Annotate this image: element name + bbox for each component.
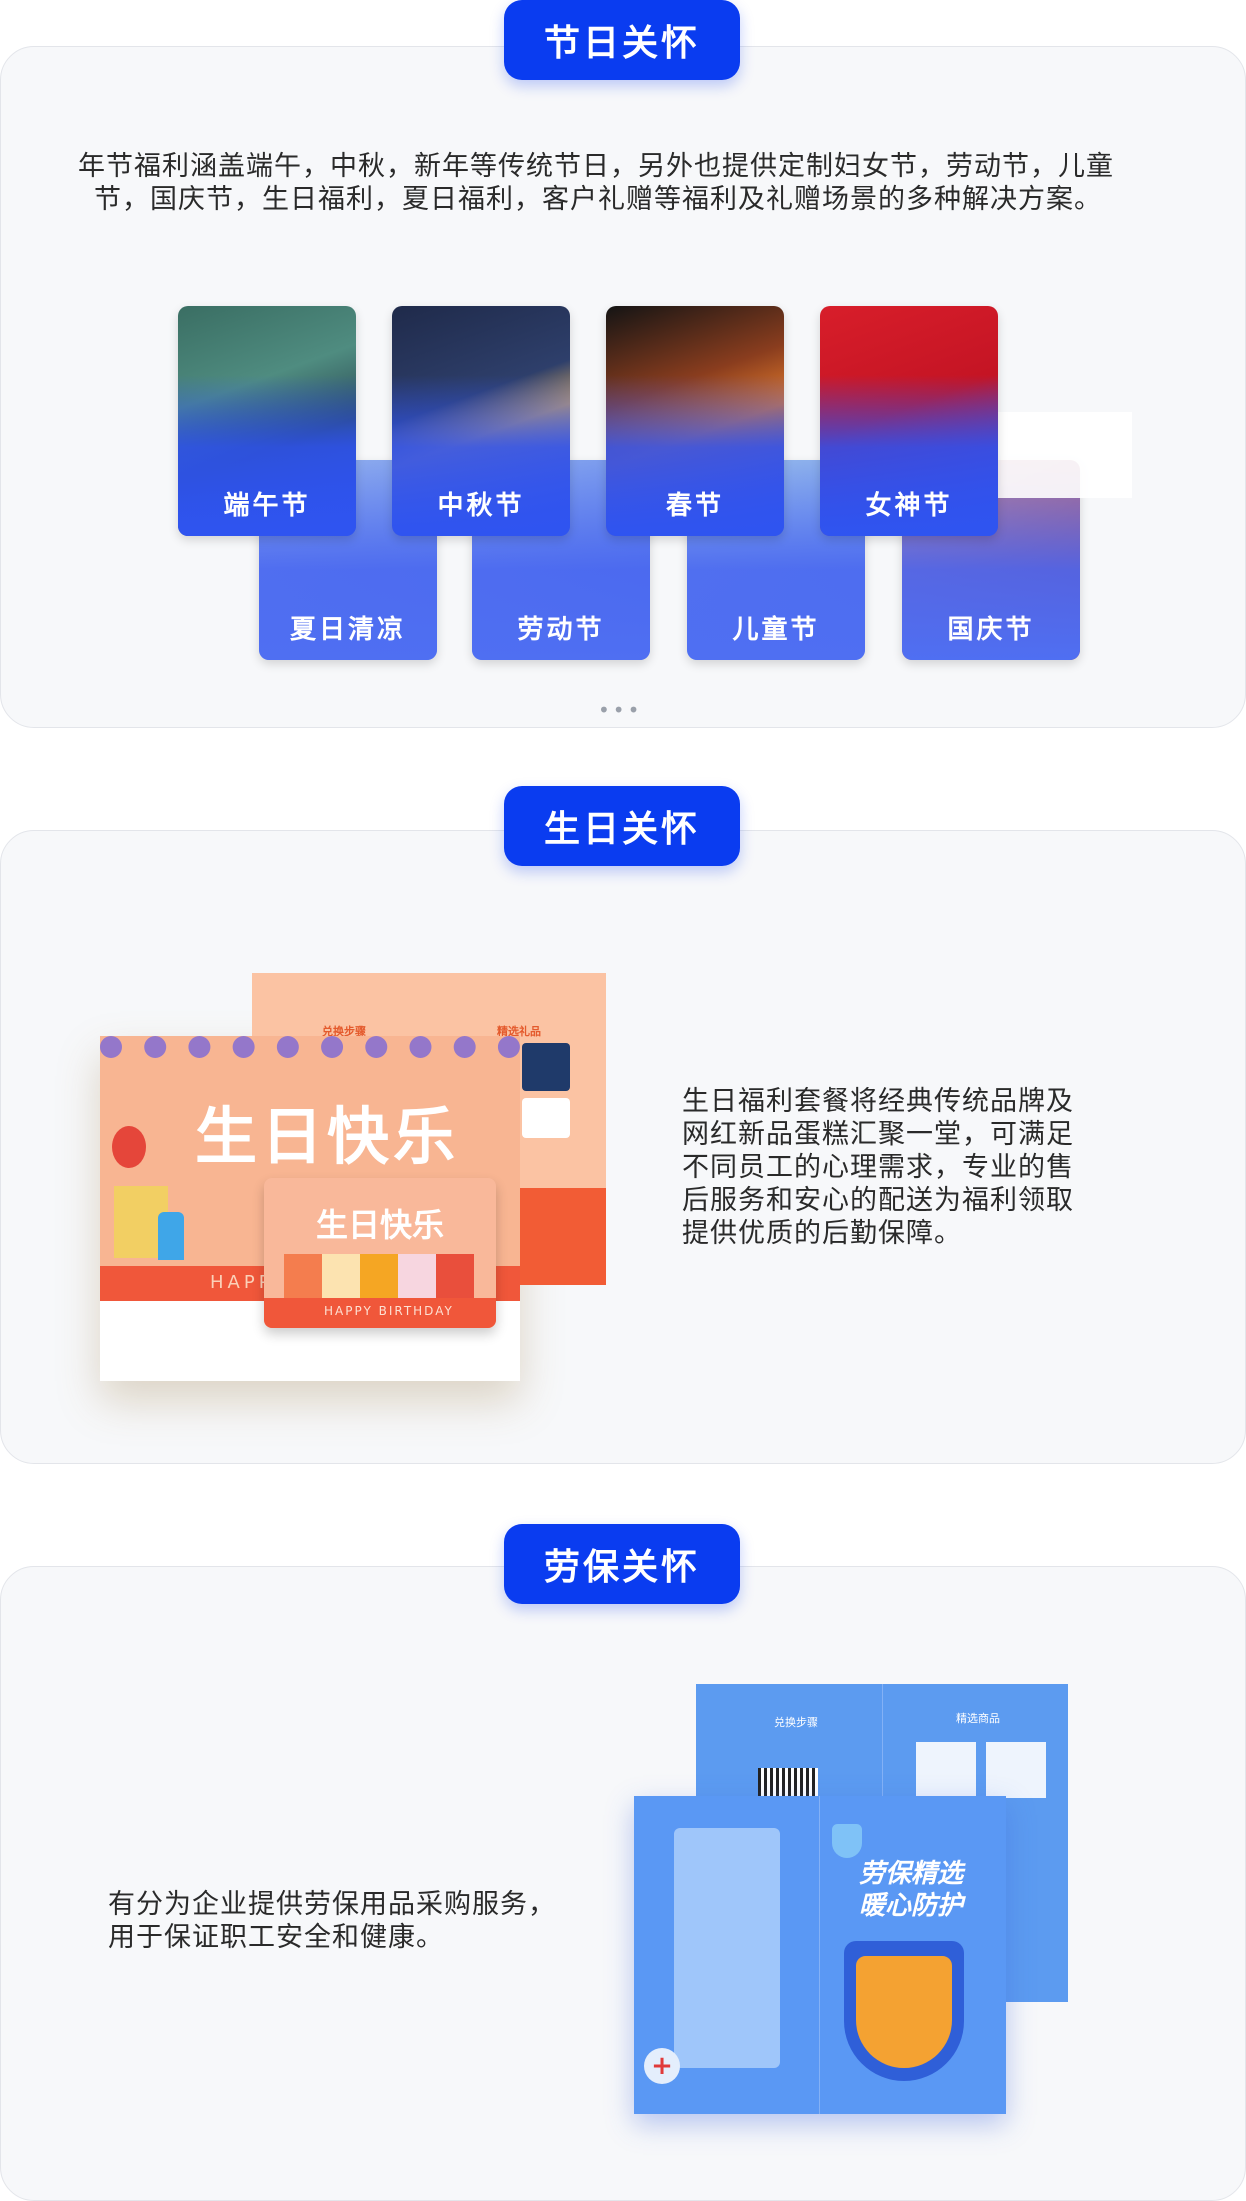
birthday-desc-line: 网红新品蛋糕汇聚一堂，可满足 bbox=[682, 1119, 1074, 1150]
bunting-decoration bbox=[100, 1036, 520, 1058]
product-image bbox=[986, 1742, 1046, 1798]
holiday-card-spring[interactable]: 春节 bbox=[606, 306, 784, 536]
labor-title-line-1: 劳保精选 bbox=[859, 1859, 964, 1889]
holiday-card-label: 夏日清凉 bbox=[289, 615, 406, 645]
masked-people-icon bbox=[856, 1956, 952, 2068]
birthday-desc-line: 提供优质的后勤保障。 bbox=[682, 1218, 962, 1249]
labor-brochure-left-label: 兑换步骤 bbox=[774, 1716, 818, 1729]
labor-desc-line: 有分为企业提供劳保用品采购服务， bbox=[108, 1889, 556, 1920]
qr-code-icon bbox=[758, 1768, 818, 1798]
labor-brochure-right-label: 精选商品 bbox=[956, 1712, 1000, 1725]
birthday-gift-card: 生日快乐 HAPPY BIRTHDAY bbox=[264, 1178, 496, 1328]
labor-brochure-title: 劳保精选 暖心防护 bbox=[859, 1858, 963, 1922]
white-banner bbox=[996, 412, 1132, 498]
holiday-card-mid-autumn[interactable]: 中秋节 bbox=[392, 306, 570, 536]
brochure-right-label: 精选礼品 bbox=[497, 1025, 541, 1038]
labor-title-pill: 劳保关怀 bbox=[504, 1524, 740, 1604]
birthday-poster-title: 生日快乐 bbox=[195, 1100, 460, 1173]
festival-description: 年节福利涵盖端午，中秋，新年等传统节日，另外也提供定制妇女节，劳动节，儿童 节，… bbox=[78, 150, 1178, 216]
festival-desc-line-2: 节，国庆节，生日福利，夏日福利，客户礼赠等福利及礼赠场景的多种解决方案。 bbox=[94, 184, 1102, 215]
birthday-description: 生日福利套餐将经典传统品牌及 网红新品蛋糕汇聚一堂，可满足 不同员工的心理需求，… bbox=[682, 1085, 1102, 1250]
dairy-queen-logo-icon bbox=[522, 1098, 570, 1138]
gift-card-title: 生日快乐 bbox=[316, 1206, 445, 1244]
birthday-desc-line: 生日福利套餐将经典传统品牌及 bbox=[682, 1086, 1074, 1117]
gift-card-happy-birthday: HAPPY BIRTHDAY bbox=[324, 1304, 454, 1318]
cake-icon bbox=[158, 1212, 184, 1260]
brand-logo-icon bbox=[522, 1043, 570, 1091]
holiday-card-label: 儿童节 bbox=[732, 615, 820, 645]
holiday-card-label: 春节 bbox=[665, 491, 724, 521]
labor-title-line-2: 暖心防护 bbox=[859, 1891, 964, 1921]
holiday-card-womens-day[interactable]: 女神节 bbox=[820, 306, 998, 536]
carousel-pagination-dots[interactable]: ••• bbox=[598, 698, 643, 722]
holiday-card-label: 劳动节 bbox=[517, 615, 605, 645]
balloon-icon bbox=[112, 1126, 146, 1168]
holiday-card-label: 端午节 bbox=[223, 491, 311, 521]
holiday-card-label: 国庆节 bbox=[947, 615, 1035, 645]
birthday-desc-line: 后服务和安心的配送为福利领取 bbox=[682, 1185, 1074, 1216]
labor-desc-line: 用于保证职工安全和健康。 bbox=[108, 1922, 444, 1953]
gift-boxes-icon bbox=[284, 1254, 474, 1298]
brochure-left-label: 兑换步骤 bbox=[322, 1025, 366, 1038]
labor-description: 有分为企业提供劳保用品采购服务， 用于保证职工安全和健康。 bbox=[108, 1888, 608, 1954]
labor-brochure-front: 劳保精选 暖心防护 + bbox=[634, 1796, 1006, 2114]
birthday-title-pill: 生日关怀 bbox=[504, 786, 740, 866]
birthday-desc-line: 不同员工的心理需求，专业的售 bbox=[682, 1152, 1074, 1183]
birthday-poster-happy-text: HAPP bbox=[210, 1272, 274, 1293]
shield-plus-icon bbox=[832, 1824, 862, 1858]
medical-cross-icon: + bbox=[644, 2048, 680, 2084]
festival-desc-line-1: 年节福利涵盖端午，中秋，新年等传统节日，另外也提供定制妇女节，劳动节，儿童 bbox=[78, 151, 1114, 182]
festival-title-pill: 节日关怀 bbox=[504, 0, 740, 80]
holiday-card-label: 中秋节 bbox=[437, 491, 525, 521]
holiday-card-label: 女神节 bbox=[865, 491, 953, 521]
product-image bbox=[916, 1742, 976, 1798]
holiday-card-dragon-boat[interactable]: 端午节 bbox=[178, 306, 356, 536]
